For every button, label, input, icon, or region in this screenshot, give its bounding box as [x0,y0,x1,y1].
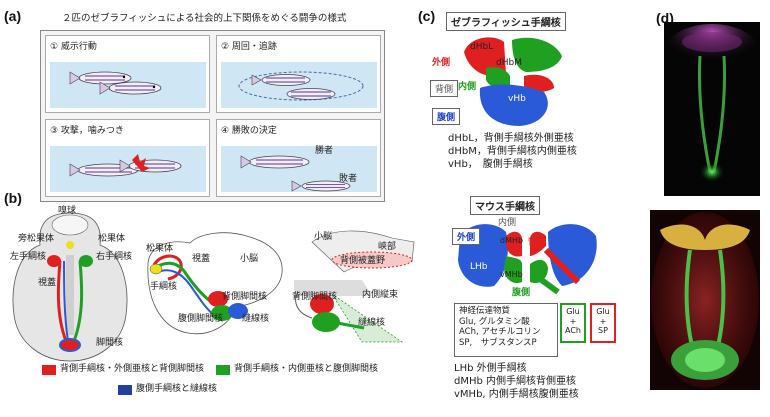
nt-tag: Glu [566,307,580,316]
bite-mark [132,154,150,172]
label-cerebellum-section: 小脳 [314,232,333,242]
nt-tag: + [599,316,607,326]
legend-text: 背側手綱核・外側亜核と背側脚間核 [60,364,205,374]
fish [69,71,132,85]
def-line: LHb 外側手綱核 [454,363,527,374]
legend-swatch-blue [118,385,132,395]
label-parapineal: 旁松果体 [18,234,55,244]
legend-swatch-red [42,365,56,375]
legend-text: 腹側手綱核と縫線核 [136,384,218,394]
label-isthmus: 峡部 [378,242,397,252]
micrograph-section [650,210,760,390]
panel-a-title: ２匹のゼブラフィッシュによる社会的上下関係をめぐる闘争の様式 [62,13,347,24]
nt-line: SP, サブスタンスP [459,337,537,348]
brain-dorsal-view [12,212,128,362]
label-mouse-dorsal: 背側 [528,238,547,248]
label-tectum-sagittal: 視蓋 [192,254,211,264]
label-mouse-lateral: 外側 [452,228,481,245]
mouse-habenula-title: マウス手綱核 [470,196,540,215]
def-line: dHbM，背側手綱核内側亜核 [448,146,577,157]
fish [99,81,162,95]
fish-pair-display [69,71,162,95]
label-vHb: vHb [508,94,526,104]
legend-swatch-green [216,365,230,375]
panel-c-label: (c) [418,8,436,24]
loser-label: 敗者 [339,174,358,184]
cell-decision: ④ 勝敗の決定 勝者 敗者 [216,119,381,197]
label-mlf: 内側縦束 [362,290,399,300]
brain-sagittal-view [147,232,283,335]
label-cerebellum-sagittal: 小脳 [240,254,259,264]
brain-section-view [294,230,415,343]
label-mouse-ventral: 腹側 [512,288,531,298]
label-vipn-sagittal: 腹側脚間核 [178,314,224,324]
def-line: vMHb, 内側手綱核腹側亜核 [454,389,579,400]
nt-line: 神経伝達物質 [459,306,511,316]
cell-circling: ② 周回・追跡 [216,35,381,113]
cell-title: ④ 勝敗の決定 [221,126,277,136]
panel-a-label: (a) [4,8,22,24]
label-zf-dorsal: 背側 [430,80,459,97]
label-dHbL: dHbL [470,42,494,52]
legend-text: 背側手綱核・内側亜核と腹側脚間核 [234,364,379,374]
label-dipn-sagittal: 背側脚間核 [222,292,268,302]
zf-habenula-diagram [464,37,562,126]
label-mouse-medial: 内側 [498,218,517,228]
def-line: dMHb 内側手綱核背側亜核 [454,376,577,387]
cell-attack: ③ 攻撃，噛みつき [45,119,210,197]
label-raphe-sagittal: 縫線核 [242,314,270,324]
label-raphe-section: 縫線核 [358,318,386,328]
label-tectum: 視蓋 [38,278,57,288]
nt-tag: ACh [565,326,581,336]
label-left-habenula: 左手綱核 [10,252,47,262]
panel-a-frame: ① 威示行動 ② 周回・追跡 [40,30,385,202]
micrograph-dorsal [664,22,760,196]
label-dorsal-tegmentum: 背側被蓋野 [340,256,386,266]
label-right-habenula: 右手綱核 [96,252,133,262]
nt-line: Glu, グルタミン酸 [459,316,530,327]
neurotransmitter-box: 神経伝達物質 Glu, グルタミン酸 ACh, アセチルコリン SP, サブスタ… [454,303,558,357]
label-habenula-sagittal: 手綱核 [150,282,178,292]
glu-ach-box: Glu + ACh [560,303,586,343]
def-line: dHbL，背側手綱核外側亜核 [448,133,574,144]
water [221,146,377,192]
mouse-definitions: LHb 外側手綱核 dMHb 内側手綱核背側亜核 vMHb, 内側手綱核腹側亜核 [454,362,579,401]
cell-title: ③ 攻撃，噛みつき [50,126,124,136]
label-dMHb: dMHb [500,236,524,245]
label-dipn-section: 背側脚間核 [292,292,338,302]
zf-definitions: dHbL，背側手綱核外側亜核 dHbM，背側手綱核内側亜核 vHb， 腹側手綱核 [448,132,577,171]
fish-attack [69,154,182,177]
label-dHbM: dHbM [496,58,522,68]
cell-title: ② 周回・追跡 [221,42,277,52]
cell-title: ① 威示行動 [50,42,97,52]
nt-line: ACh, アセチルコリン [459,327,541,338]
label-LHb: LHb [470,262,488,272]
nt-tag: SP [598,326,608,336]
label-vMHb: vMHb [500,270,523,279]
label-pineal: 松果体 [98,234,126,244]
nt-tag: Glu [596,307,610,316]
label-zf-medial: 内側 [458,82,477,92]
glu-sp-box: Glu + SP [590,303,616,343]
cell-display: ① 威示行動 [45,35,210,113]
panel-b-label: (b) [4,190,22,206]
nt-tag: + [569,316,577,326]
label-pineal-sagittal: 松果体 [146,244,174,254]
label-zf-lateral: 外側 [432,58,451,68]
fish-decision [240,155,351,192]
winner-label: 勝者 [315,146,334,156]
zf-habenula-title: ゼブラフィッシュ手綱核 [446,12,566,31]
fish-circling [238,71,364,101]
def-line: vHb， 腹側手綱核 [448,159,533,170]
label-ipn: 脚間核 [96,338,124,348]
label-zf-ventral: 腹側 [432,108,461,125]
label-olfactory-bulb: 嗅球 [58,206,77,216]
